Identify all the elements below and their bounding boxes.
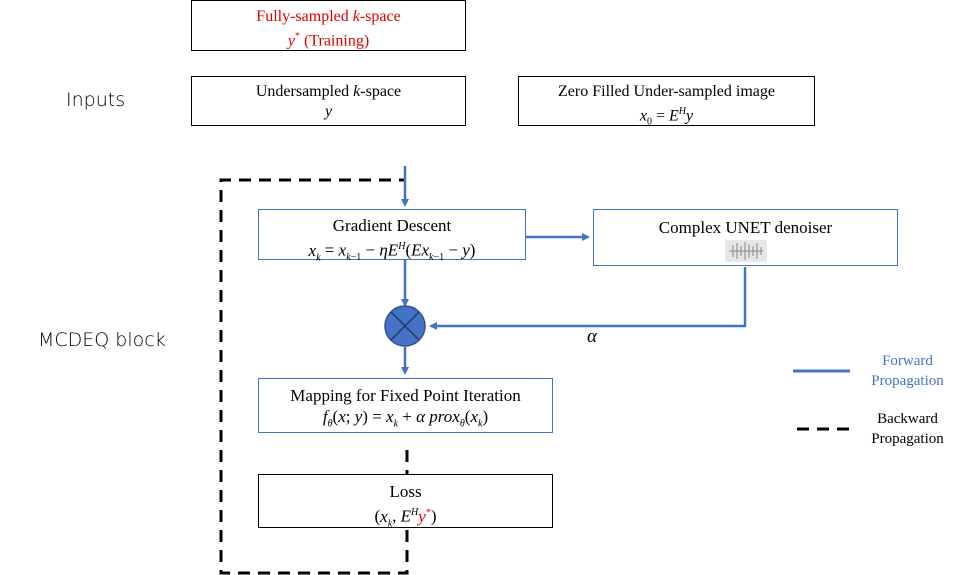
alpha-label: α	[587, 326, 597, 347]
mapping-title: Mapping for Fixed Point Iteration	[290, 386, 521, 405]
zero-filled-title: Zero Filled Under-sampled image	[558, 83, 775, 100]
loss-title: Loss	[389, 482, 422, 501]
undersampled-kspace-box: Undersampled k-space y	[191, 76, 466, 126]
unet-thumbnail-icon	[724, 240, 767, 262]
undersampled-title: Undersampled k-space	[255, 83, 402, 100]
unet-title: Complex UNET denoiser	[658, 218, 833, 237]
zero-filled-formula: x0 = EHy	[639, 106, 694, 128]
gradient-descent-title: Gradient Descent	[332, 216, 452, 235]
legend-forward-text: Forward Propagation	[871, 353, 944, 389]
undersampled-subtitle: y	[324, 103, 333, 120]
fully-sampled-kspace-box: Fully-sampled k-space y* (Training)	[191, 0, 466, 51]
legend-backward-text: Backward Propagation	[871, 411, 944, 447]
loss-formula: (xk, EHy*)	[374, 506, 437, 530]
loss-box: Loss (xk, EHy*)	[258, 474, 553, 529]
fully-sampled-title: Fully-sampled k-space	[256, 8, 401, 25]
arrow-unet-to-multiply	[429, 267, 747, 330]
zero-filled-image-box: Zero Filled Under-sampled image x0 = EHy	[518, 76, 815, 128]
gradient-descent-box: Gradient Descent xk = xk−1 − ηEH(Exk−1 −…	[258, 209, 526, 263]
multiply-node	[384, 305, 426, 347]
inputs-label: Inputs	[66, 89, 126, 111]
fully-sampled-subtitle: y* (Training)	[287, 31, 370, 50]
gradient-descent-formula: xk = xk−1 − ηEH(Exk−1 − y)	[308, 240, 476, 264]
mapping-formula: fθ(x; y) = xk + α proxθ(xk)	[322, 407, 489, 430]
mcdeq-block-label: MCDEQ block	[38, 329, 166, 351]
backward-loop-path	[219, 178, 409, 575]
complex-unet-denoiser-box: Complex UNET denoiser	[593, 209, 898, 266]
fixed-point-mapping-box: Mapping for Fixed Point Iteration fθ(x; …	[258, 378, 553, 433]
